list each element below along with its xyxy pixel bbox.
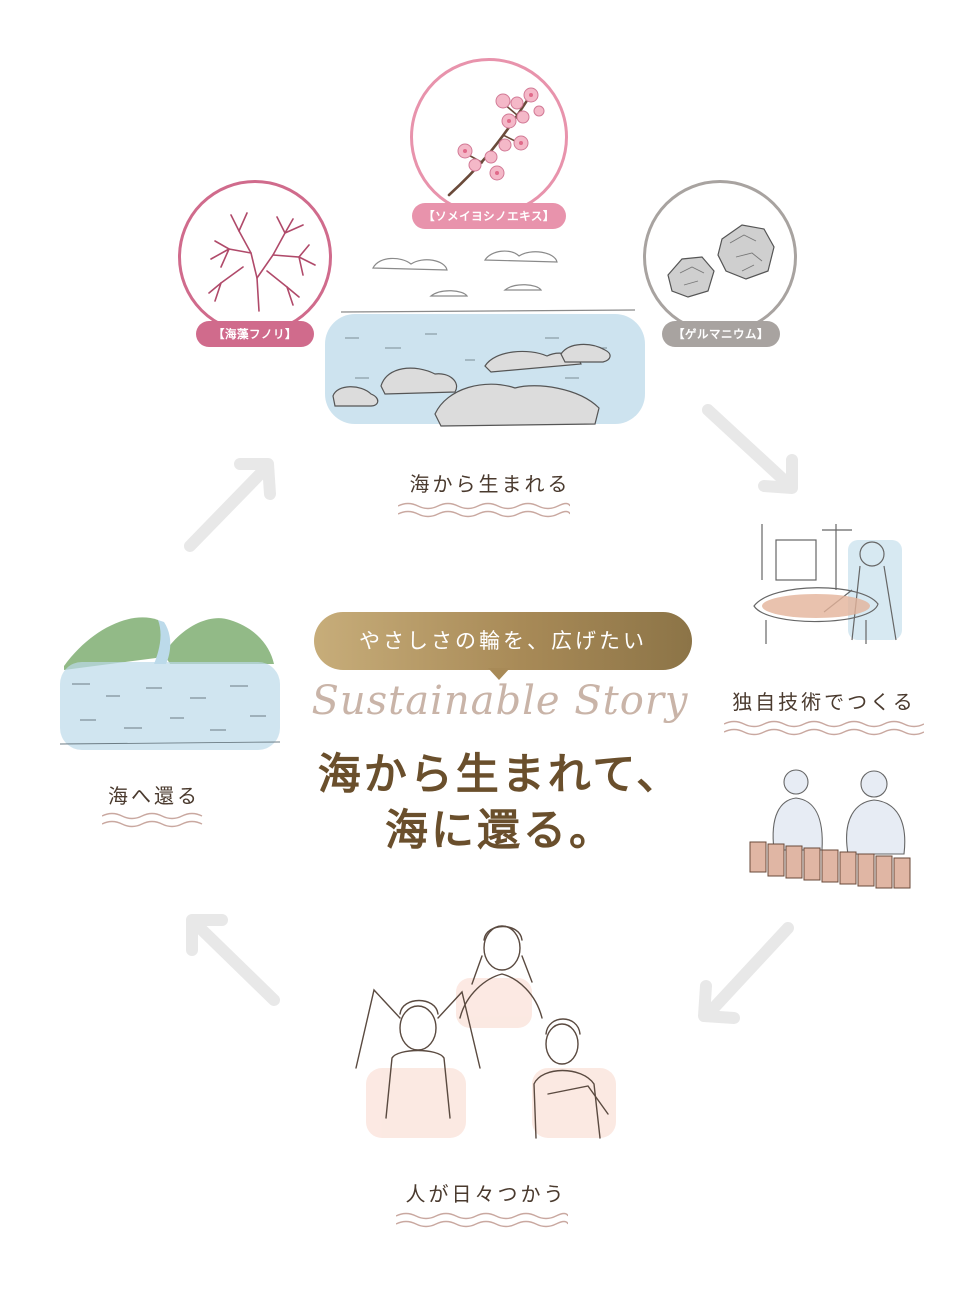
- arrow-to-use: [690, 920, 800, 1030]
- center-badge: やさしさの輪を、広げたい: [314, 612, 692, 670]
- step-return-label: 海へ還る: [84, 780, 224, 809]
- step-born-wave: [398, 500, 570, 520]
- arrow-to-return: [178, 902, 288, 1012]
- germanium-stone-icon: [646, 183, 794, 331]
- sea-rocks-illustration: [315, 238, 655, 438]
- arrow-to-born: [176, 450, 286, 560]
- script-title: Sustainable Story: [300, 678, 700, 724]
- funori-circle: [178, 180, 332, 334]
- step-use-wave: [396, 1210, 568, 1230]
- step-return-wave: [102, 810, 204, 830]
- seaweed-icon: [181, 183, 329, 331]
- step-born-label: 海から生まれる: [390, 468, 590, 497]
- step-make-wave: [724, 718, 924, 738]
- workers-soap-illustration: [744, 760, 914, 894]
- headline-line-1: 海から生まれて、: [300, 740, 700, 802]
- people-illustration: [336, 918, 636, 1158]
- step-use-label: 人が日々つかう: [386, 1178, 586, 1207]
- headline-line-2: 海に還る。: [300, 796, 700, 858]
- someiyoshino-circle: [410, 58, 568, 216]
- someiyoshino-tag: 【ソメイヨシノエキス】: [412, 203, 566, 229]
- germanium-circle: [643, 180, 797, 334]
- step-make-label: 独自技術でつくる: [724, 686, 924, 715]
- funori-tag: 【海藻フノリ】: [196, 321, 314, 347]
- factory-illustration: [752, 520, 912, 660]
- arrow-to-make: [700, 400, 810, 500]
- cherry-blossom-icon: [413, 61, 565, 213]
- germanium-tag: 【ゲルマニウム】: [662, 321, 780, 347]
- river-mountain-illustration: [60, 600, 280, 760]
